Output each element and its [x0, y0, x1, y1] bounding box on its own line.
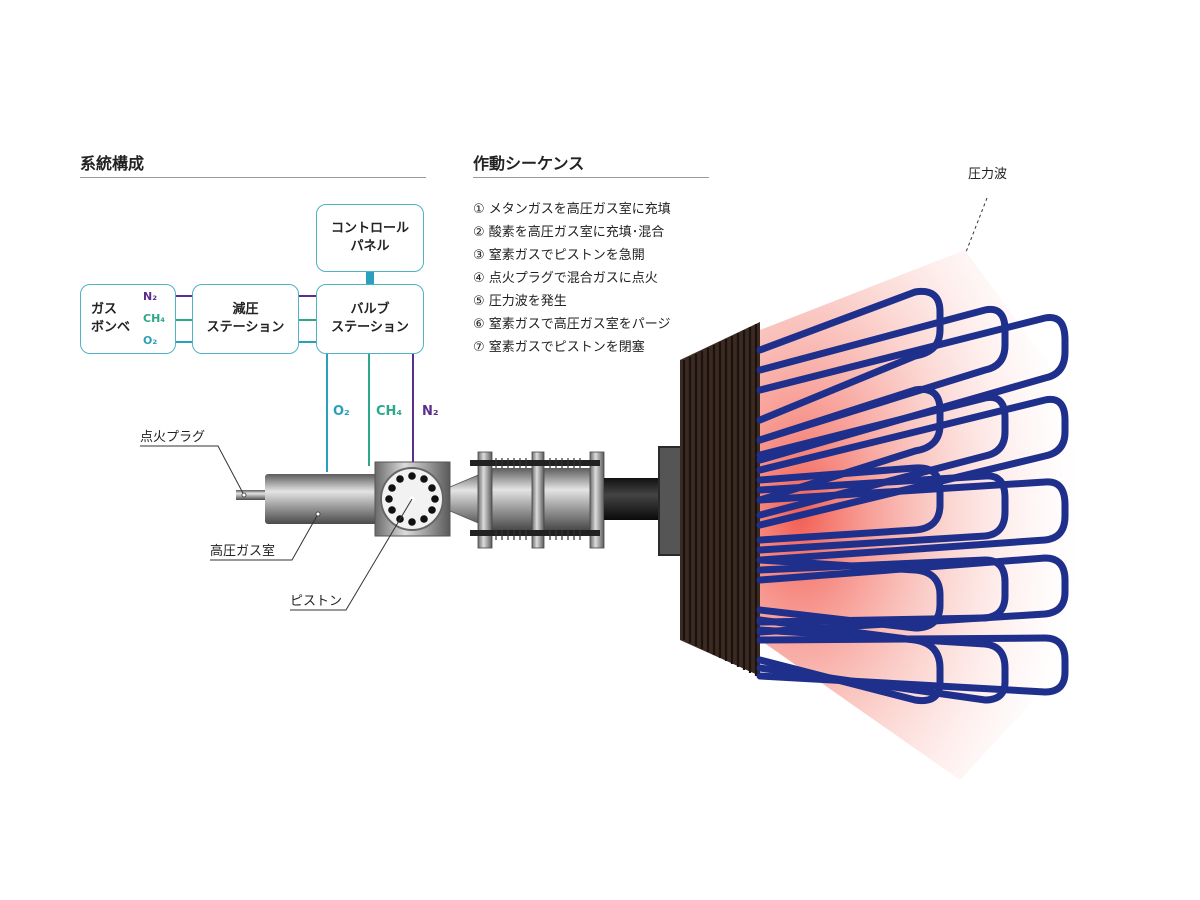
callout-pressure-wave: 圧力波 — [968, 167, 1008, 182]
chamber-leader — [210, 513, 319, 561]
sequence-heading: 作動シーケンス — [473, 154, 585, 173]
sequence-step: ① メタンガスを高圧ガス室に充填 — [473, 202, 671, 217]
sequence-list: ① メタンガスを高圧ガス室に充填 ② 酸素を高圧ガス室に充填･混合 ③ 窒素ガス… — [473, 200, 671, 361]
output-shaft — [604, 478, 666, 520]
valve-station-line2: ステーション — [331, 320, 409, 335]
sequence-step: ⑥ 窒素ガスで高圧ガス室をパージ — [473, 317, 671, 332]
cylinder-gas-o2: O₂ — [143, 334, 158, 347]
gas-cylinder-line2: ボンベ — [91, 320, 131, 335]
heat-exchanger-tubes — [756, 287, 1069, 705]
high-pressure-chamber — [265, 474, 377, 524]
control-panel-line2: パネル — [350, 239, 390, 254]
pressure-reducer-line2: ステーション — [206, 320, 285, 335]
line-label-n2: N₂ — [422, 404, 439, 419]
control-panel-line1: コントロール — [330, 221, 409, 236]
sequence-step: ② 酸素を高圧ガス室に充填･混合 — [473, 225, 665, 240]
sequence-step: ⑦ 窒素ガスでピストンを閉塞 — [473, 340, 645, 355]
pressure-reducer-line1: 減圧 — [232, 302, 259, 317]
control-panel-box: コントロール パネル — [316, 204, 424, 272]
callout-spark-plug: 点火プラグ — [140, 430, 206, 445]
springs — [495, 458, 581, 540]
flange-left — [477, 451, 493, 549]
spark-plug — [236, 490, 268, 500]
piston-holes — [385, 472, 439, 526]
sequence-step: ⑤ 圧力波を発生 — [473, 294, 567, 309]
sequence-heading-rule — [473, 177, 709, 178]
system-heading: 系統構成 — [80, 154, 145, 173]
flange-mid — [531, 451, 545, 549]
gas-cylinder-line1: ガス — [91, 302, 118, 317]
chamber-dot — [315, 511, 321, 517]
sequence-step: ④ 点火プラグで混合ガスに点火 — [473, 271, 658, 286]
bolts — [470, 460, 600, 536]
cylinder-gas-n2: N₂ — [143, 290, 158, 303]
spark-plug-leader — [140, 445, 245, 496]
valve-station-line1: バルブ — [350, 302, 390, 317]
gas-cylinder-box: ガス ボンベ — [80, 284, 176, 354]
sequence-step: ③ 窒素ガスでピストンを急開 — [473, 248, 645, 263]
valve-station-box: バルブ ステーション — [316, 284, 424, 354]
callout-piston: ピストン — [290, 594, 343, 609]
piston-leader — [290, 498, 413, 611]
control-panel-connector — [366, 272, 374, 284]
pressure-reducer-box: 減圧 ステーション — [192, 284, 299, 354]
pressure-wave-leader — [965, 197, 988, 253]
callout-high-pressure-chamber: 高圧ガス室 — [210, 544, 276, 559]
cylinder-gas-ch4: CH₄ — [143, 312, 166, 325]
system-heading-rule — [80, 177, 426, 178]
line-label-o2: O₂ — [333, 404, 350, 419]
spark-plug-dot — [241, 492, 247, 498]
fin-plate-stack — [680, 322, 760, 676]
line-label-ch4: CH₄ — [376, 404, 403, 419]
